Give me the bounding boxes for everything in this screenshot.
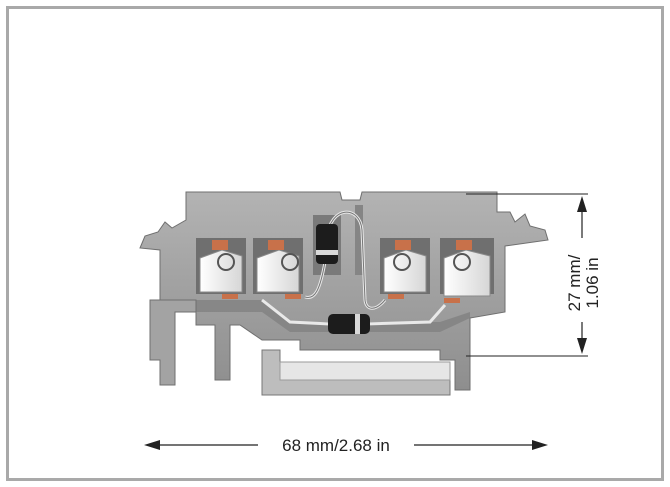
diode-vertical bbox=[316, 224, 338, 264]
height-label-in: 1.06 in bbox=[583, 257, 602, 308]
height-dimension bbox=[466, 193, 588, 357]
contact-tabs bbox=[222, 294, 460, 303]
clamp-4 bbox=[440, 238, 494, 297]
clamp-2 bbox=[253, 238, 303, 294]
width-label: 68 mm/2.68 in bbox=[282, 436, 390, 455]
width-dimension bbox=[144, 440, 548, 450]
clamp-1 bbox=[196, 238, 246, 294]
clamp-3 bbox=[380, 238, 430, 294]
diode-horizontal bbox=[328, 314, 370, 334]
height-label-mm: 27 mm/ bbox=[565, 254, 584, 311]
